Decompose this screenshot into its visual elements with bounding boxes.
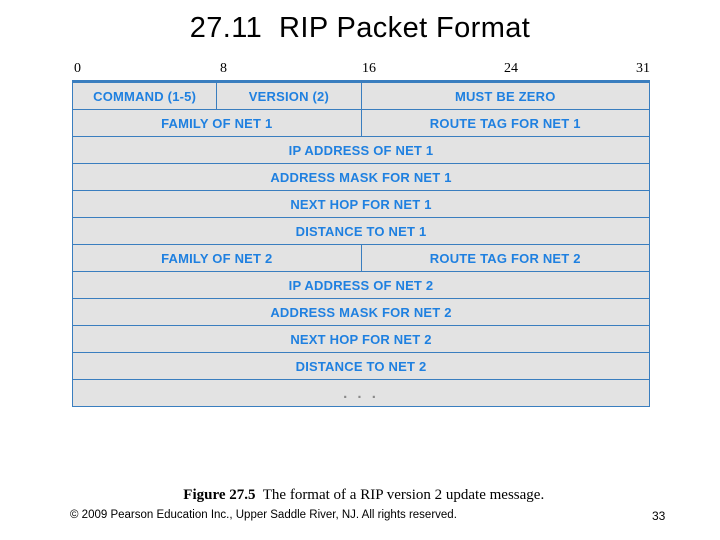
bit-tick-8: 8 — [220, 61, 227, 76]
packet-field-cell: DISTANCE TO NET 1 — [72, 217, 650, 245]
figure-caption-spacer — [256, 487, 263, 503]
figure-caption-text: The format of a RIP version 2 update mes… — [262, 487, 545, 503]
bit-offset-ruler: 0 8 16 24 31 — [72, 62, 650, 82]
packet-row: IP ADDRESS OF NET 1 — [72, 136, 650, 164]
page-number: 33 — [652, 509, 666, 523]
packet-field-cell: IP ADDRESS OF NET 1 — [72, 136, 650, 164]
page-title: 27.11 RIP Packet Format — [189, 12, 531, 44]
packet-field-cell: FAMILY OF NET 1 — [72, 109, 362, 137]
packet-field-cell: ADDRESS MASK FOR NET 2 — [72, 298, 650, 326]
copyright-notice: © 2009 Pearson Education Inc., Upper Sad… — [70, 509, 457, 521]
packet-field-cell: VERSION (2) — [216, 82, 362, 110]
bit-tick-31: 31 — [636, 61, 650, 76]
bit-tick-16: 16 — [362, 61, 376, 76]
packet-field-cell: ROUTE TAG FOR NET 2 — [360, 244, 650, 272]
figure-caption-label: Figure 27.5 — [183, 487, 256, 503]
packet-field-cell: COMMAND (1-5) — [71, 82, 218, 110]
packet-row: DISTANCE TO NET 1 — [72, 217, 650, 245]
bit-tick-0: 0 — [74, 61, 81, 76]
packet-field-cell: NEXT HOP FOR NET 1 — [72, 190, 650, 218]
packet-field-cell: ROUTE TAG FOR NET 1 — [360, 109, 650, 137]
packet-row: COMMAND (1-5)VERSION (2)MUST BE ZERO — [71, 82, 650, 110]
packet-row: NEXT HOP FOR NET 1 — [72, 190, 650, 218]
packet-field-cell: ADDRESS MASK FOR NET 1 — [72, 163, 650, 191]
rip-packet-format-figure: 0 8 16 24 31 COMMAND (1-5)VERSION (2)MUST BE… — [71, 62, 650, 407]
packet-row: ADDRESS MASK FOR NET 1 — [72, 163, 650, 191]
bit-tick-24: 24 — [504, 61, 518, 76]
packet-row: ADDRESS MASK FOR NET 2 — [72, 298, 650, 326]
packet-field-cell: NEXT HOP FOR NET 2 — [72, 325, 650, 353]
packet-row: . . . — [72, 379, 650, 407]
packet-field-cell: . . . — [72, 379, 650, 407]
packet-row: IP ADDRESS OF NET 2 — [72, 271, 650, 299]
packet-field-cell: IP ADDRESS OF NET 2 — [72, 271, 650, 299]
packet-field-cell: DISTANCE TO NET 2 — [72, 352, 650, 380]
figure-caption: Figure 27.5 The format of a RIP version … — [0, 470, 720, 504]
packet-field-cell: FAMILY OF NET 2 — [72, 244, 362, 272]
packet-row: DISTANCE TO NET 2 — [72, 352, 650, 380]
ruler-baseline — [72, 80, 650, 82]
packet-field-cell: MUST BE ZERO — [360, 82, 650, 110]
packet-row: NEXT HOP FOR NET 2 — [72, 325, 650, 353]
